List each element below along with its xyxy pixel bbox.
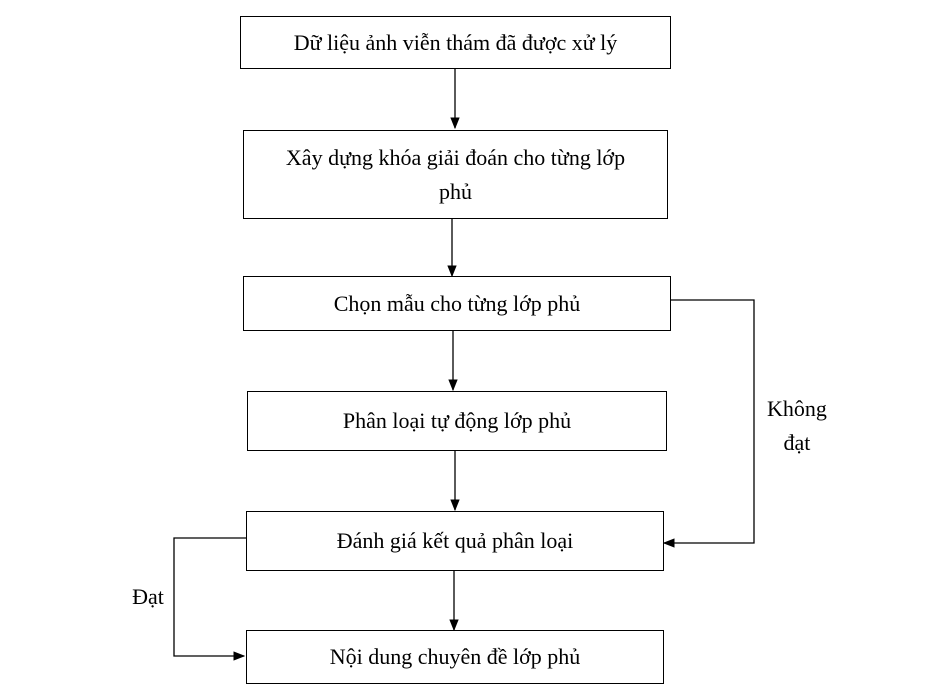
arrow-pass-path <box>173 537 246 661</box>
node-thematic-content: Nội dung chuyên đề lớp phủ <box>246 630 664 684</box>
edge-label-fail-line2: đạt <box>783 430 811 455</box>
node-interpretation-key: Xây dựng khóa giải đoán cho từng lớp phủ <box>243 130 668 219</box>
edge-label-fail: Không đạt <box>752 392 842 460</box>
node-auto-classification-label: Phân loại tự động lớp phủ <box>342 408 572 433</box>
node-evaluation: Đánh giá kết quả phân loại <box>246 511 664 571</box>
node-sample-selection-label: Chọn mẫu cho từng lớp phủ <box>333 290 581 316</box>
node-thematic-content-label: Nội dung chuyên đề lớp phủ <box>329 644 581 669</box>
node-processed-data-label: Dữ liệu ảnh viễn thám đã được xử lý <box>293 29 618 55</box>
node-interpretation-key-label: Xây dựng khóa giải đoán cho từng lớp phủ <box>285 144 626 204</box>
edge-label-pass-text: Đạt <box>132 584 164 609</box>
arrow-fail-loop <box>662 299 755 548</box>
node-auto-classification: Phân loại tự động lớp phủ <box>247 391 667 451</box>
node-processed-data: Dữ liệu ảnh viễn thám đã được xử lý <box>240 16 671 69</box>
edge-label-pass: Đạt <box>118 580 178 614</box>
edge-label-fail-line1: Không <box>767 396 827 421</box>
node-sample-selection: Chọn mẫu cho từng lớp phủ <box>243 276 671 331</box>
node-evaluation-label: Đánh giá kết quả phân loại <box>336 528 574 553</box>
